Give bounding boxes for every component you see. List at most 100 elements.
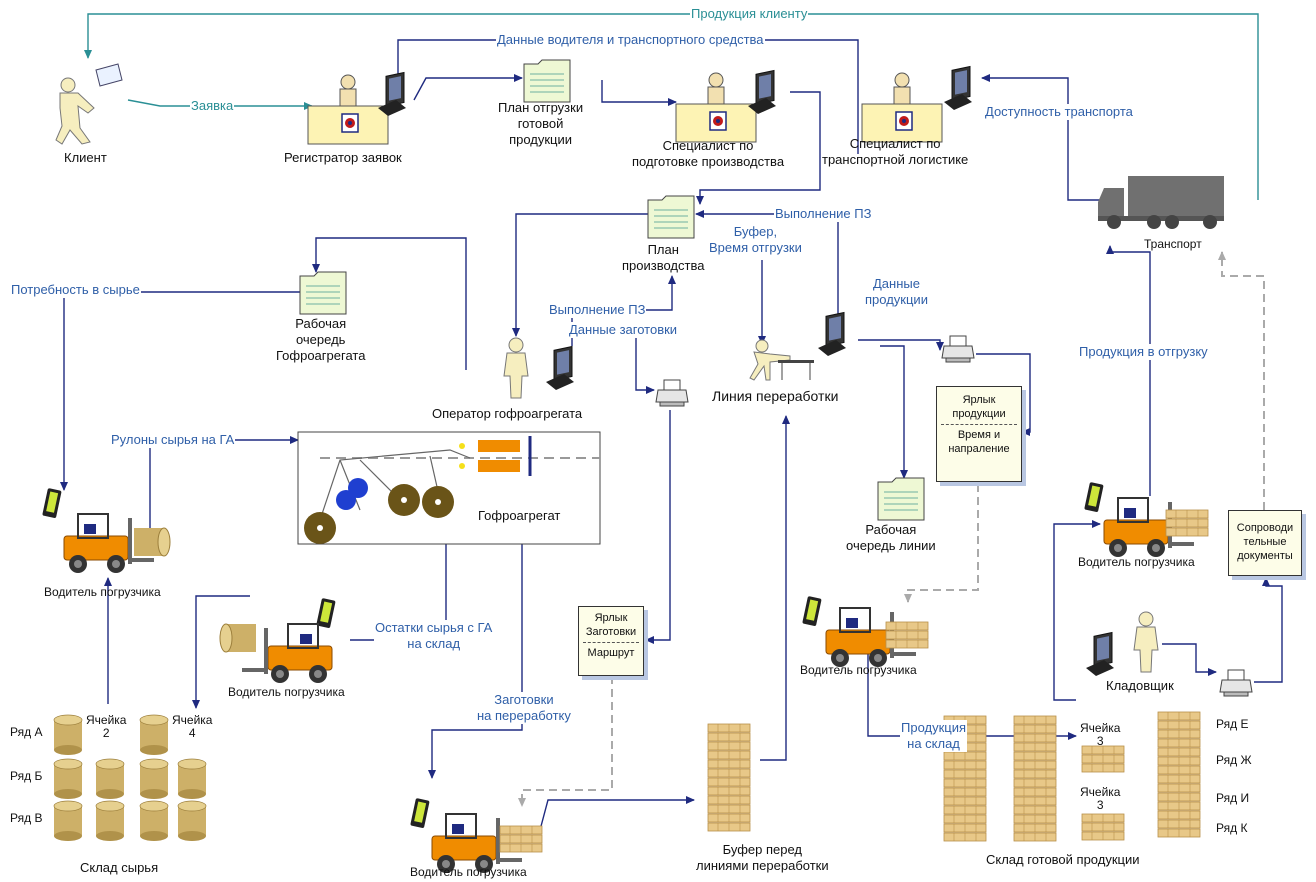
flow-buffer-to-line bbox=[760, 415, 790, 761]
raw-cell-2-line2: 2 bbox=[102, 726, 110, 740]
product-label-line2: продукции bbox=[952, 408, 1006, 420]
blank-label-line2: Заготовки bbox=[585, 626, 637, 638]
label-buffer-line2: линиями переработки bbox=[696, 858, 829, 873]
transport-log-desk-icon bbox=[861, 72, 943, 143]
flow-to-product-label bbox=[976, 353, 1031, 436]
product-label-line4: напраление bbox=[948, 443, 1010, 455]
forklift-1-tablet-icon bbox=[42, 488, 62, 519]
storekeeper-pc-icon bbox=[1085, 631, 1115, 677]
blank-label-line3: Маршрут bbox=[587, 647, 635, 659]
label-transport: Транспорт bbox=[1144, 237, 1202, 251]
raw-cell-4-line1: Ячейка bbox=[172, 713, 213, 727]
dashed-blank-label bbox=[518, 676, 613, 807]
dashed-product-label bbox=[904, 484, 979, 603]
flow-blanks-to-processing bbox=[428, 544, 523, 779]
forklift-5-icon bbox=[1103, 497, 1195, 558]
buffer-pallets-icon bbox=[707, 723, 751, 832]
flow-transport-availability bbox=[981, 74, 1106, 201]
flow-label-buffer-line1: Буфер, bbox=[733, 224, 778, 239]
label-forklift-driver-2: Водитель погрузчика bbox=[228, 685, 345, 699]
docs-line1: Сопроводи bbox=[1236, 522, 1294, 534]
dashed-docs bbox=[1218, 251, 1265, 510]
flow-to-shipment-plan bbox=[413, 74, 523, 101]
flow-label-product-data-line2: продукции bbox=[865, 292, 928, 307]
flow-label-driver-data: Данные водителя и транспортного средства bbox=[496, 32, 765, 48]
queue-line-folder-icon bbox=[877, 477, 925, 521]
prod-plan-folder-icon bbox=[647, 195, 695, 239]
flow-label-blank-data: Данные заготовки bbox=[568, 322, 679, 338]
forklift-4-pallet-icon bbox=[885, 621, 929, 649]
flow-label-ptw-line1: Продукция bbox=[901, 720, 967, 735]
flow-plan-to-operator bbox=[512, 213, 650, 337]
flow-to-queue-ca bbox=[312, 237, 467, 370]
accompanying-docs-tag: Сопроводи тельные документы bbox=[1228, 510, 1302, 576]
label-ca-operator: Оператор гофроагрегата bbox=[432, 406, 583, 421]
flow-label-rolls-to-ca: Рулоны сырья на ГА bbox=[110, 432, 236, 448]
label-queue-line-line2: очередь линии bbox=[846, 538, 936, 553]
docs-line2: тельные bbox=[1243, 536, 1287, 548]
flow-product-data bbox=[858, 339, 944, 351]
blank-label-sep bbox=[583, 642, 639, 643]
blank-label-tag: Ярлык Заготовки Маршрут bbox=[578, 606, 644, 676]
storekeeper-printer-icon bbox=[1219, 669, 1253, 697]
shipment-plan-folder-icon bbox=[523, 59, 571, 103]
flow-label-pz-exec-mid: Выполнение ПЗ bbox=[548, 302, 647, 318]
label-queue-line-line1: Рабочая bbox=[865, 522, 917, 537]
label-forklift-driver-3: Водитель погрузчика bbox=[410, 865, 527, 879]
flow-label-to-shipment: Продукция в отгрузку bbox=[1078, 344, 1209, 360]
flow-label-transport-availability: Доступность транспорта bbox=[984, 104, 1134, 120]
flow-label-buffer-line2: Время отгрузки bbox=[709, 240, 802, 255]
label-forklift-driver-1: Водитель погрузчика bbox=[44, 585, 161, 599]
raw-cell-4-line2: 4 bbox=[188, 726, 196, 740]
flow-raw-need bbox=[60, 291, 300, 491]
product-label-tag: Ярлык продукции Время и напраление bbox=[936, 386, 1022, 482]
forklift-3-tablet-icon bbox=[410, 798, 430, 829]
label-prod-plan-line1: План bbox=[647, 242, 679, 257]
blank-printer-icon bbox=[655, 379, 689, 407]
product-label-sep bbox=[941, 424, 1017, 425]
line-pc-icon bbox=[817, 311, 847, 357]
label-transport-log-line2: транспортной логистике bbox=[822, 152, 969, 167]
label-queue-ca-line1: Рабочая bbox=[295, 316, 347, 331]
label-registrar: Регистратор заявок bbox=[284, 150, 402, 165]
flow-label-remains-line2: на склад bbox=[407, 636, 461, 651]
label-shipment-plan-line2: готовой bbox=[517, 116, 564, 131]
line-worker-icon bbox=[749, 339, 814, 381]
ca-operator-person-icon bbox=[503, 337, 529, 399]
finished-row-e: Ряд Е bbox=[1216, 717, 1249, 731]
forklift-3-pallet-icon bbox=[499, 825, 543, 853]
ca-operator-pc-icon bbox=[545, 345, 575, 391]
label-prod-prep-line1: Специалист по bbox=[662, 138, 754, 153]
product-label-line1: Ярлык bbox=[962, 394, 996, 406]
flow-label-buffer-time: Буфер,Время отгрузки bbox=[708, 224, 803, 256]
flow-storekeeper-to-printer bbox=[1162, 643, 1217, 676]
forklift-5-pallet-icon bbox=[1165, 509, 1209, 537]
flow-driver-data bbox=[394, 39, 859, 154]
label-raw-warehouse: Склад сырья bbox=[80, 860, 159, 875]
label-shipment-plan-line3: продукции bbox=[509, 132, 573, 147]
label-finished-warehouse: Склад готовой продукции bbox=[986, 852, 1140, 867]
client-person-icon bbox=[55, 63, 123, 145]
transport-log-pc-icon bbox=[943, 65, 973, 111]
flow-product-to-warehouse bbox=[867, 632, 1077, 740]
truck-icon bbox=[1098, 176, 1224, 229]
raw-cell-2-line1: Ячейка bbox=[86, 713, 127, 727]
finished-cell-2-line1: Ячейка bbox=[1080, 785, 1121, 799]
flow-label-product-data-line1: Данные bbox=[873, 276, 920, 291]
flow-remains-to-cell4 bbox=[192, 595, 250, 709]
flow-request bbox=[127, 99, 313, 110]
flow-label-product-to-client: Продукция клиенту bbox=[690, 6, 809, 22]
product-printer-icon bbox=[941, 335, 975, 363]
registrar-pc-icon bbox=[377, 71, 407, 117]
finished-row-zh: Ряд Ж bbox=[1216, 753, 1252, 767]
label-storekeeper: Кладовщик bbox=[1106, 678, 1174, 693]
